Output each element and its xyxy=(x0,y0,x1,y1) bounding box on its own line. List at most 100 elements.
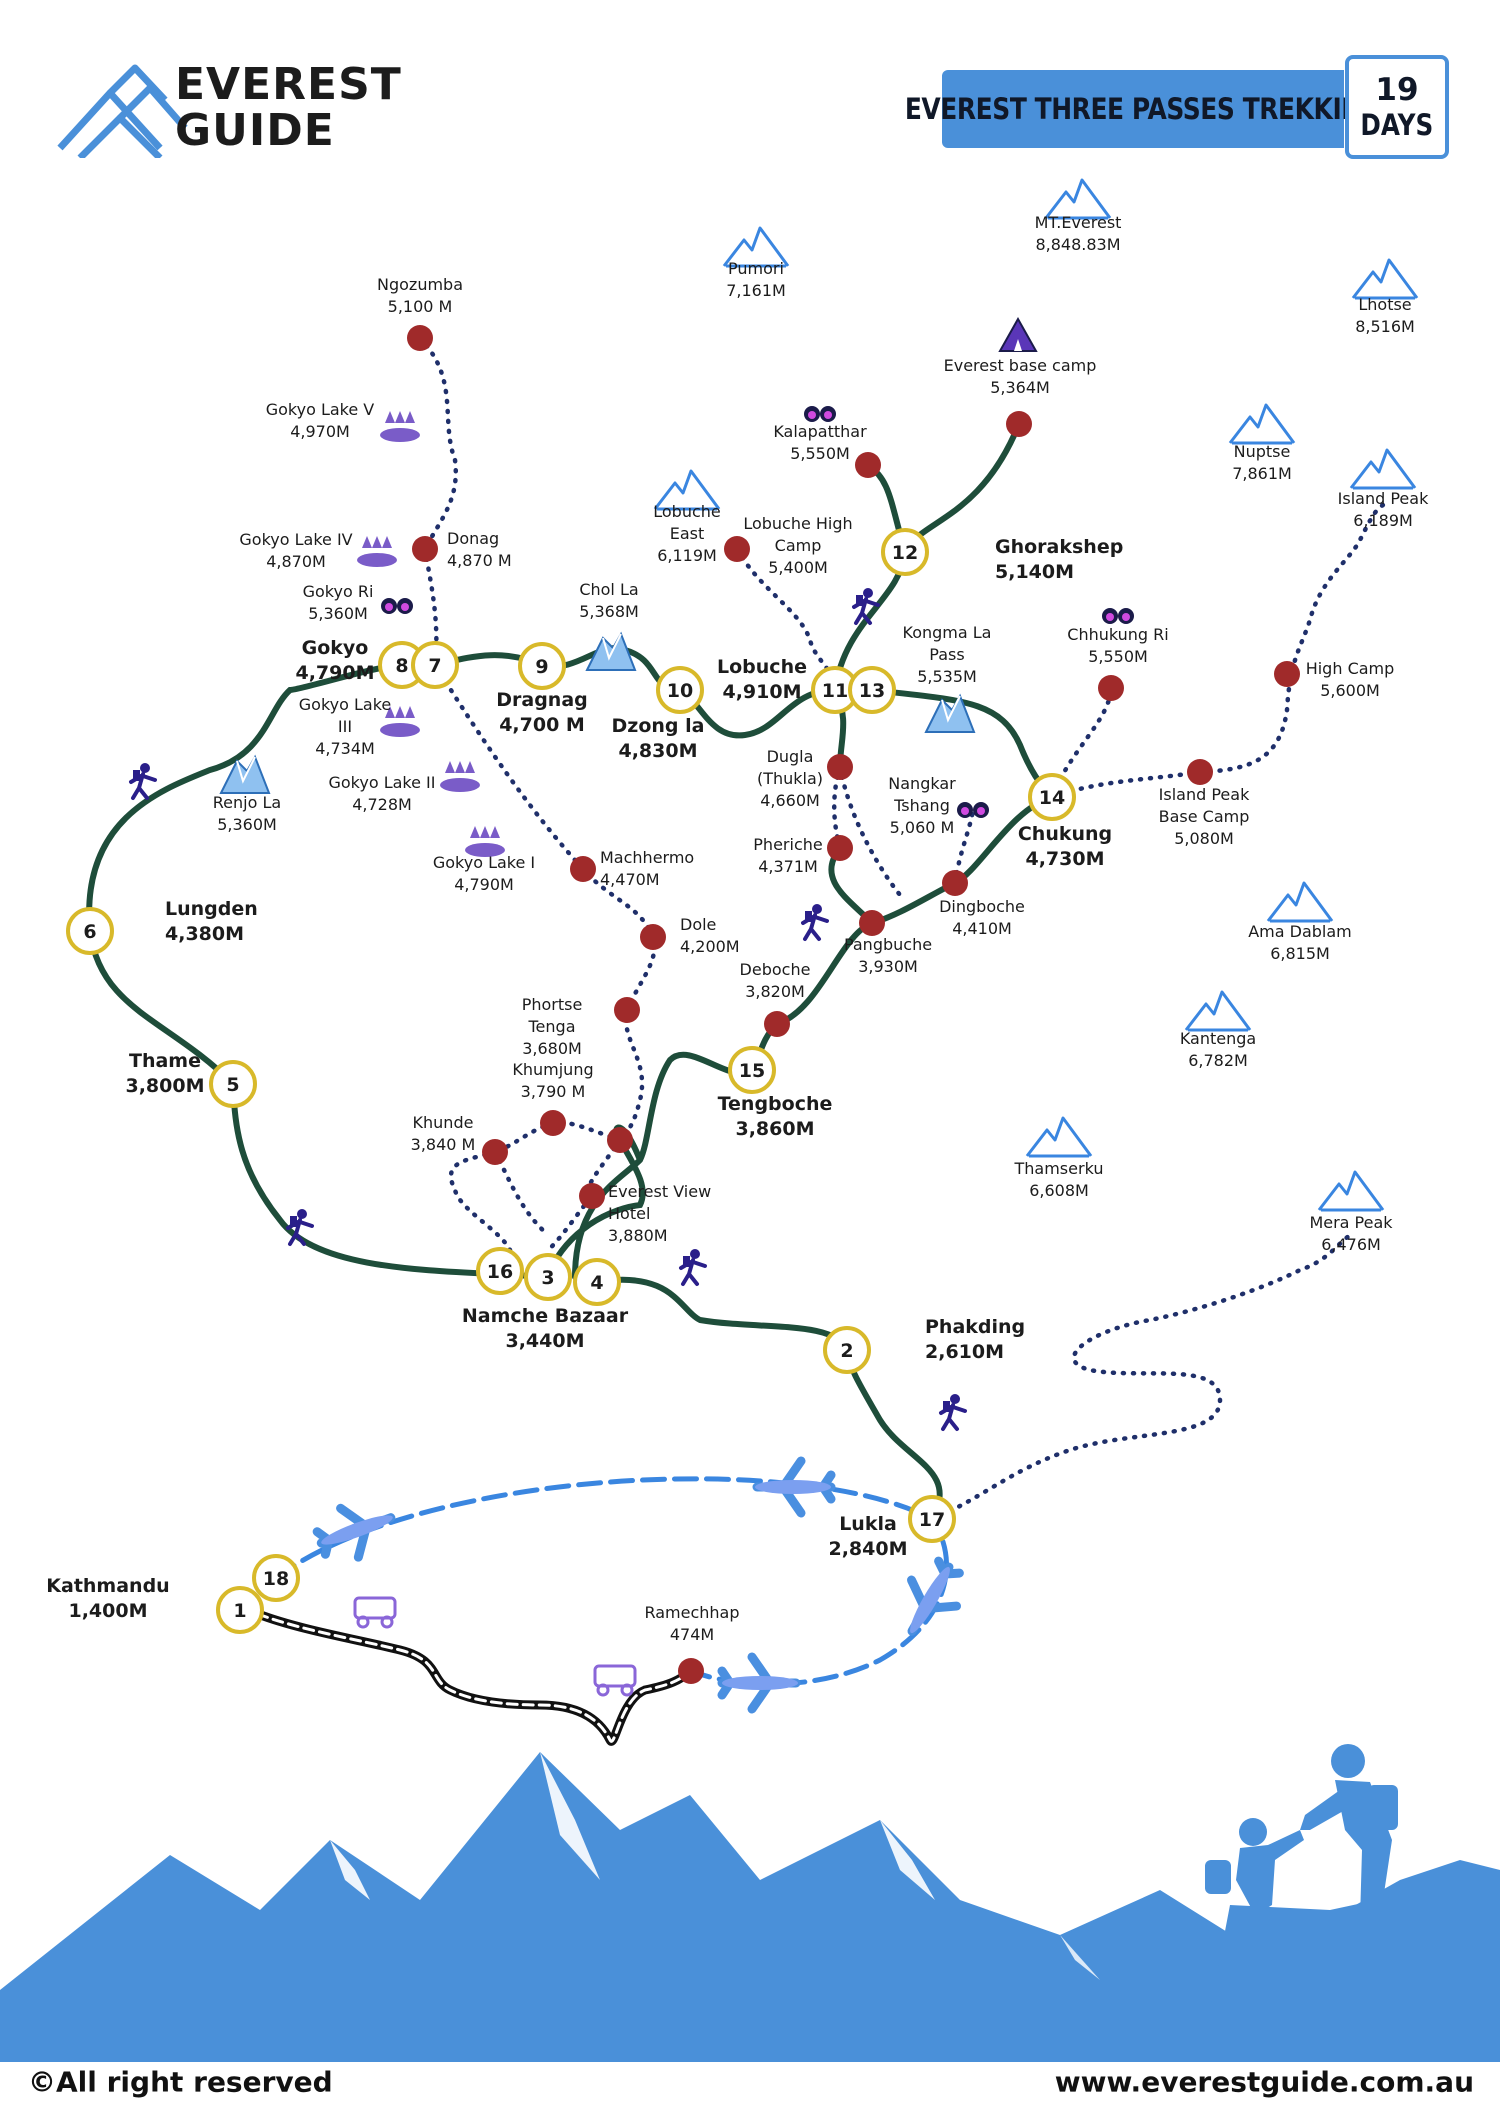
day-marker: 10 xyxy=(656,666,704,714)
label-altitude: 5,360M xyxy=(217,815,277,834)
lake-icon xyxy=(380,411,420,442)
label-name: Thame xyxy=(129,1050,201,1072)
day-marker: 5 xyxy=(209,1060,257,1108)
day-ring xyxy=(411,641,459,689)
day-marker: 7 xyxy=(411,641,459,689)
hiker-icon xyxy=(286,1209,314,1246)
title-banner: EVEREST THREE PASSES TREKKING xyxy=(905,70,1382,148)
label-name: Dragnag xyxy=(496,689,588,711)
label-altitude: 2,610M xyxy=(925,1341,1004,1363)
day-ring xyxy=(66,907,114,955)
label-altitude: 4,728M xyxy=(352,795,412,814)
label-altitude: 6,189M xyxy=(1353,511,1413,530)
stop-marker xyxy=(614,997,640,1023)
binoculars-icon xyxy=(381,598,413,614)
label-altitude: 4,371M xyxy=(758,857,818,876)
label-name: Machhermo xyxy=(600,848,694,867)
label-altitude: 6,119M xyxy=(657,546,717,565)
stop-marker xyxy=(540,1110,566,1136)
day-ring xyxy=(728,1046,776,1094)
label-altitude: 4,970M xyxy=(290,422,350,441)
day-ring xyxy=(524,1253,572,1301)
label-name: Gokyo Lake II xyxy=(328,773,435,792)
day-number: 8 xyxy=(395,655,408,677)
lake-icon xyxy=(380,706,420,737)
label-name: Lungden xyxy=(165,898,258,920)
airplane-icon xyxy=(906,1556,964,1636)
label-name: Ama Dablam xyxy=(1248,922,1352,941)
stop-label: Dugla(Thukla)4,660M xyxy=(757,747,823,810)
stop-marker xyxy=(412,536,438,562)
hiker-icon xyxy=(801,904,829,941)
label-altitude: 4,410M xyxy=(952,919,1012,938)
website-link[interactable]: www.everestguide.com.au xyxy=(1054,2065,1474,2099)
label-name: Hotel xyxy=(608,1204,650,1223)
label-name: MT.Everest xyxy=(1035,213,1122,232)
label-name: Everest View xyxy=(608,1182,711,1201)
label-name: Chol La xyxy=(579,580,638,599)
hiker-icon xyxy=(129,763,157,800)
label-altitude: 5,550M xyxy=(1088,647,1148,666)
label-name: Renjo La xyxy=(213,793,281,812)
label-name: Tenga xyxy=(528,1017,576,1036)
day-number: 4 xyxy=(590,1272,603,1294)
label-name: Dingboche xyxy=(939,897,1025,916)
label-altitude: 4,790M xyxy=(454,875,514,894)
label-name: Kathmandu xyxy=(46,1575,169,1597)
label-altitude: 5,100 M xyxy=(388,297,453,316)
label-altitude: 3,820M xyxy=(745,982,805,1001)
place-labels: Pumori7,161MMT.Everest8,848.83MLhotse8,5… xyxy=(46,213,1429,1644)
label-altitude: 4,870M xyxy=(266,552,326,571)
day-number: 14 xyxy=(1039,787,1065,809)
label-altitude: 5,140M xyxy=(995,561,1074,583)
label-name: Pass xyxy=(929,645,964,664)
day-ring xyxy=(881,528,929,576)
day-marker: 16 xyxy=(476,1247,524,1295)
stop-marker xyxy=(482,1139,508,1165)
label-name: III xyxy=(338,717,352,736)
day-number: 11 xyxy=(822,680,848,702)
stop-marker xyxy=(1187,759,1213,785)
label-name: Kongma La xyxy=(903,623,992,642)
lake-label: Gokyo Lake II 4,728M xyxy=(328,773,435,814)
day-ring xyxy=(908,1495,956,1543)
duration-number: 19 xyxy=(1375,72,1419,108)
label-name: Pheriche xyxy=(753,835,822,854)
day-marker: 4 xyxy=(573,1258,621,1306)
stop-marker xyxy=(579,1183,605,1209)
day-ring xyxy=(656,666,704,714)
label-altitude: 4,790M xyxy=(295,662,374,684)
day-marker: 13 xyxy=(848,666,896,714)
day-ring xyxy=(476,1247,524,1295)
label-name: Khumjung xyxy=(512,1060,593,1079)
label-altitude: 1,400M xyxy=(68,1600,147,1622)
label-name: Lukla xyxy=(839,1513,897,1535)
day-marker: 17 xyxy=(908,1495,956,1543)
day-marker: 18 xyxy=(252,1554,300,1602)
label-name: Thamserku xyxy=(1014,1159,1104,1178)
day-number: 12 xyxy=(892,542,918,564)
label-name: Donag xyxy=(447,529,499,548)
viewpoint-label: Chhukung Ri5,550M xyxy=(1067,625,1168,666)
stop-marker xyxy=(607,1127,633,1153)
peak-icon xyxy=(1228,403,1296,445)
label-name: Khunde xyxy=(413,1113,474,1132)
airplane-icon xyxy=(717,1652,801,1714)
stop-label: Dingboche 4,410M xyxy=(939,897,1025,938)
label-altitude: 7,861M xyxy=(1232,464,1292,483)
day-label: Kathmandu 1,400M xyxy=(46,1575,169,1622)
